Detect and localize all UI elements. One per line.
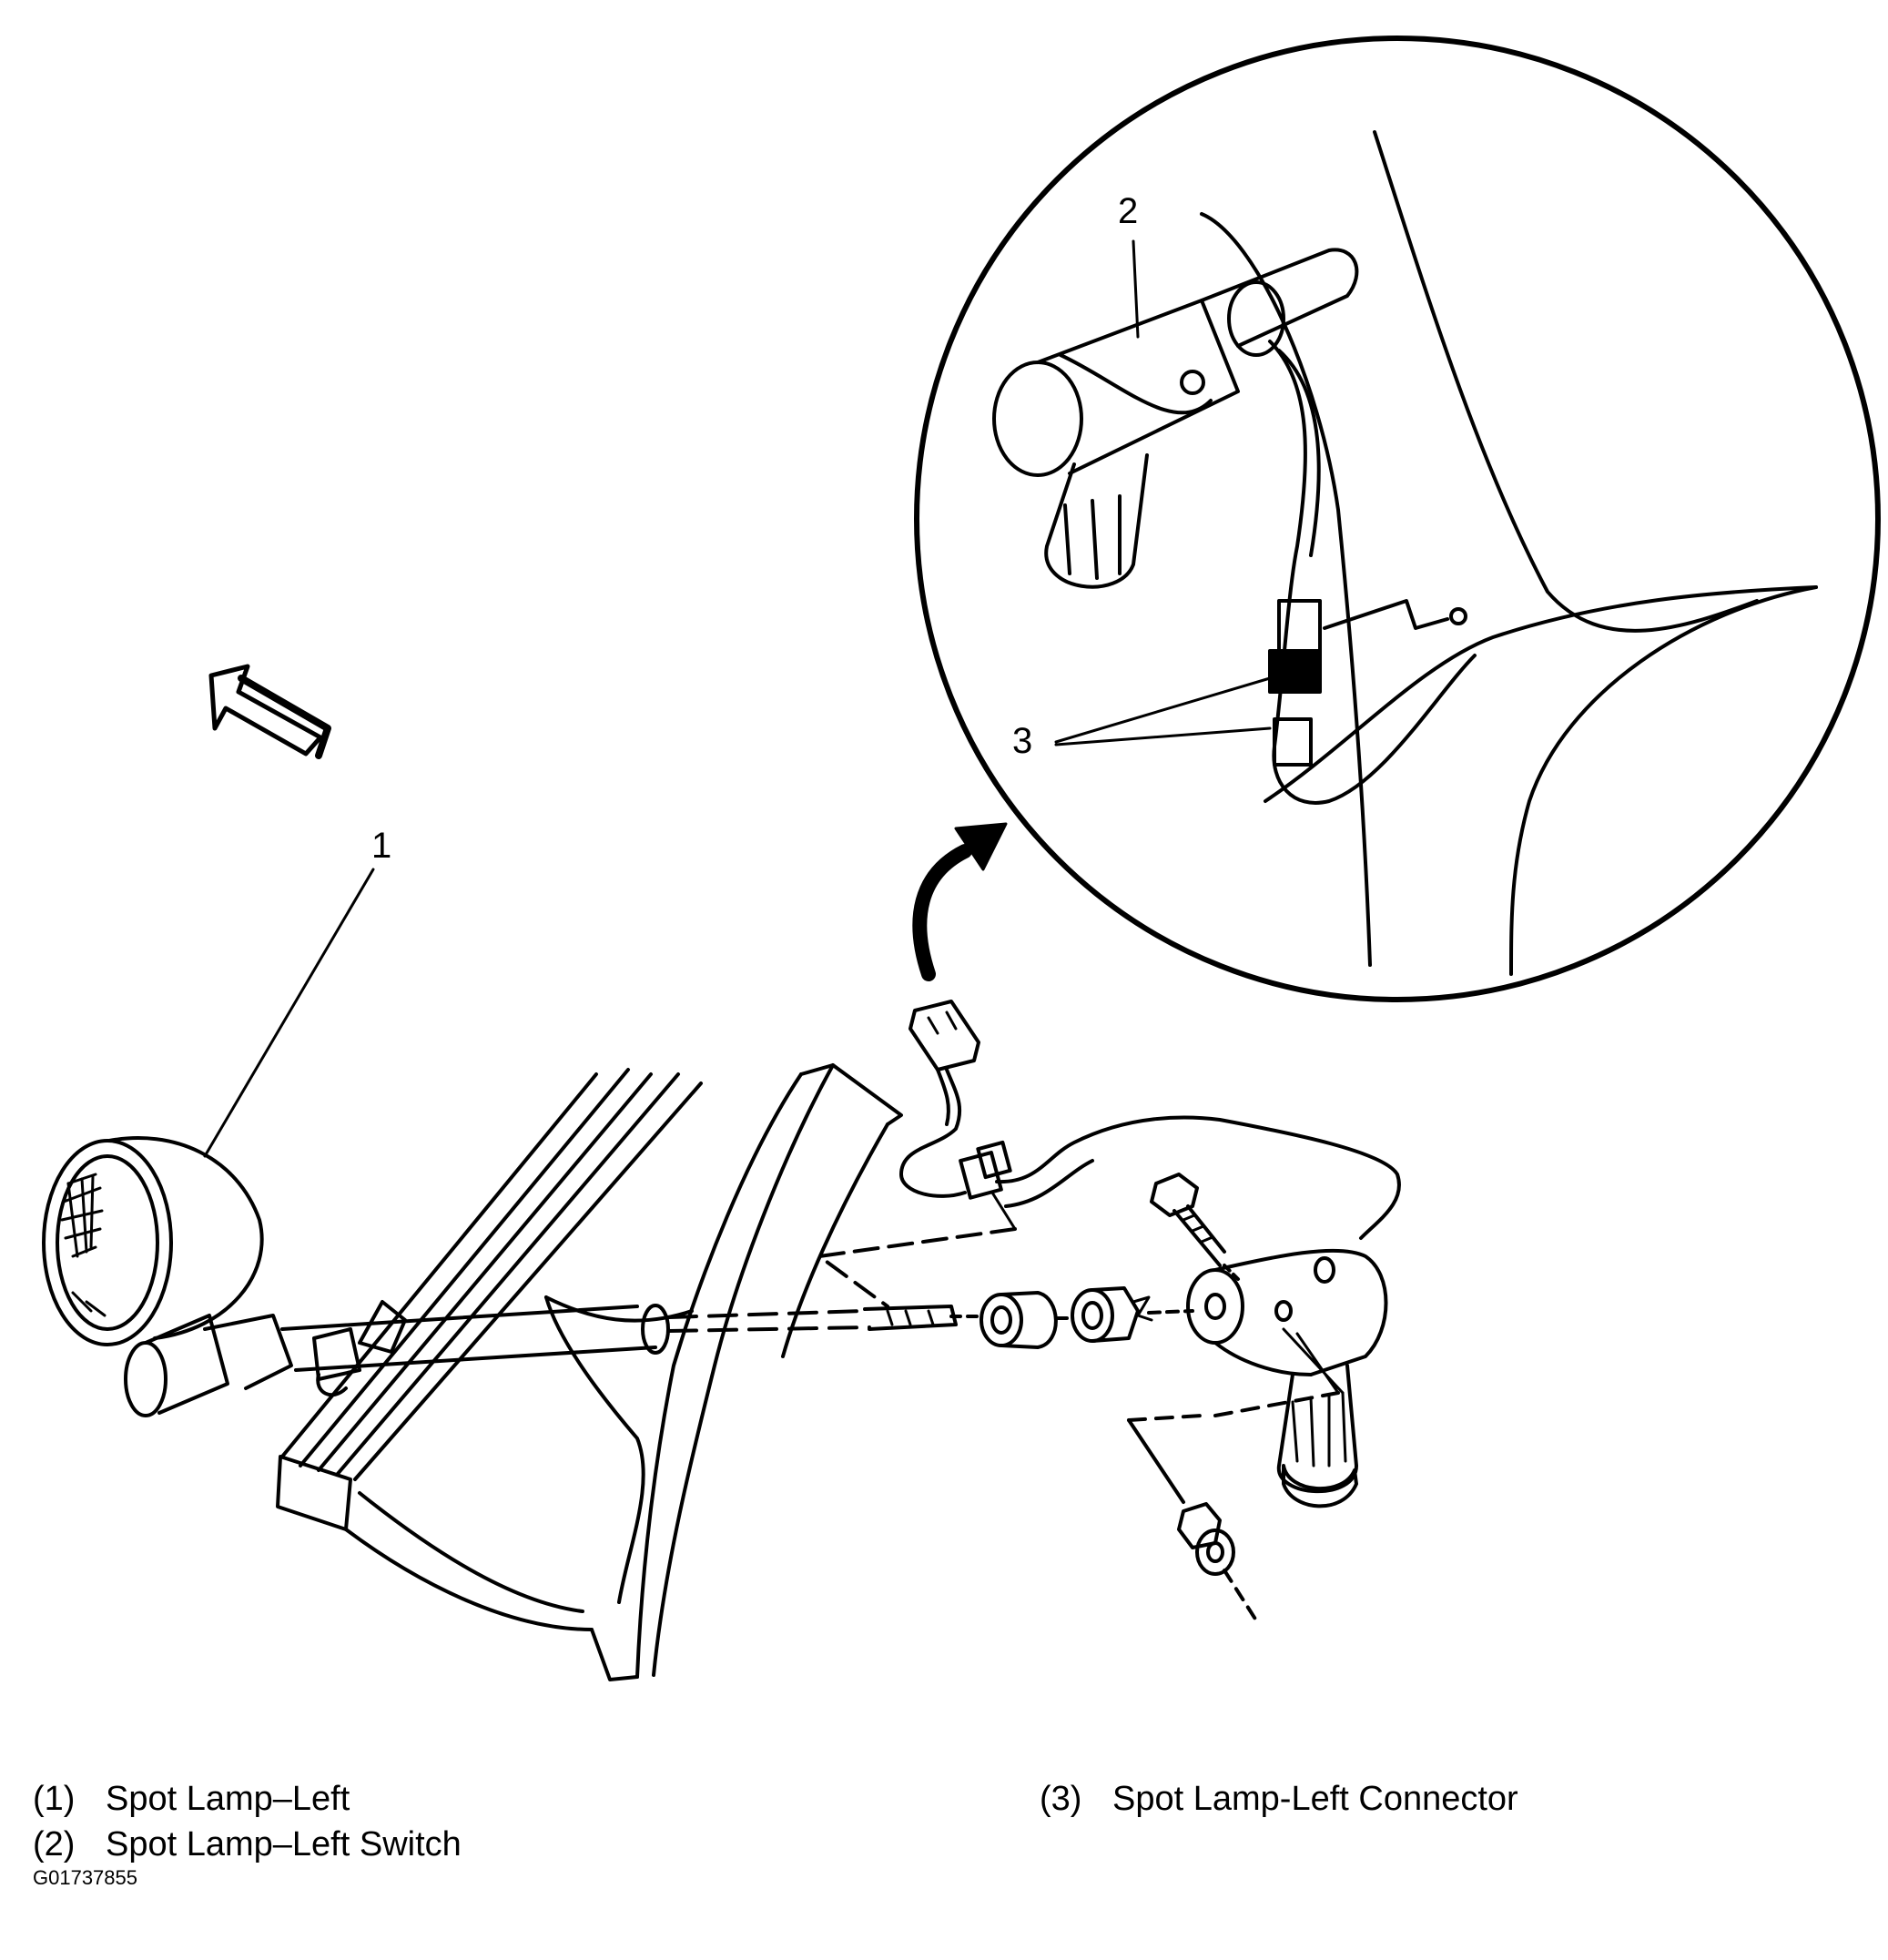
spot-lamp-left [42,1136,293,1417]
legend-item-3: (3) Spot Lamp-Left Connector [1040,1780,1518,1819]
connector-middle [1268,649,1322,694]
direction-arrow-icon [208,664,331,759]
detail-body-line [1200,212,1372,967]
legend-label: Spot Lamp-Left Connector [1112,1780,1518,1818]
detail-body-line [1264,585,1818,803]
detail-circle [914,36,1881,1002]
switch-rod [667,1305,980,1333]
spot-lamp-diagram [42,36,1881,1681]
figure-id: G01737855 [33,1866,137,1889]
callout-1-leader [203,868,375,1158]
assembly-line [1127,1391,1340,1422]
legend-label: Spot Lamp–Left Switch [106,1825,462,1864]
callout-3: 3 [1012,721,1033,761]
legend-item-1: (1) Spot Lamp–Left [33,1780,350,1819]
spot-lamp-switch-detail [992,248,1359,589]
callout-3-leader [1054,676,1272,746]
windshield-post [544,1063,903,1679]
bushing [980,1291,1058,1349]
detail-view [914,36,1881,1002]
callout-2: 2 [1118,191,1139,231]
detail-body-line [1373,130,1759,633]
legend-number: (1) [33,1780,76,1818]
callout-1: 1 [371,826,392,866]
screw [1150,1173,1240,1281]
detail-body-line [1509,585,1818,976]
pillar-trim [276,1068,703,1681]
legend-item-2: (2) Spot Lamp–Left Switch [33,1825,462,1864]
main-view [42,868,1401,1681]
legend-number: (3) [1040,1780,1082,1818]
legend-label: Spot Lamp–Left [106,1780,350,1818]
curved-arrow-icon [912,822,1008,981]
assembly-line [1054,1309,1194,1320]
connector-detail [1268,340,1477,805]
callout-2-leader [1132,239,1140,339]
spot-lamp-switch [1186,1248,1388,1508]
bushing [1071,1286,1153,1343]
lamp-shaft [280,1300,670,1397]
connector-lower [1273,717,1313,767]
assembly-line [817,1227,1017,1308]
legend-number: (2) [33,1825,76,1864]
harness [899,1000,1401,1240]
fastener [1127,1418,1258,1622]
